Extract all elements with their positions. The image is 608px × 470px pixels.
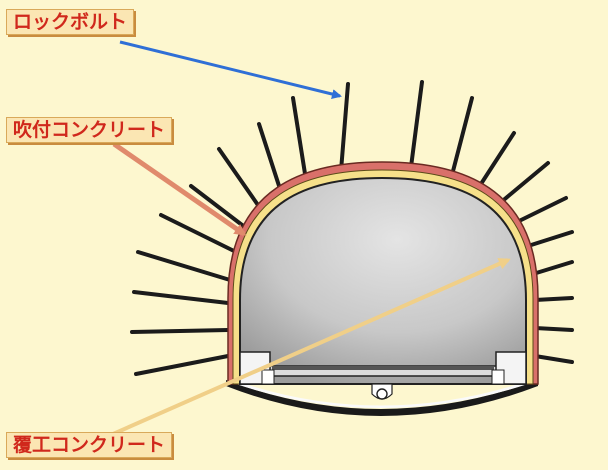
shotcrete-label: 吹付コンクリート — [6, 117, 173, 143]
rock-bolt-label: ロックボルト — [6, 9, 135, 35]
rock-bolt-19 — [134, 354, 230, 376]
rock-bolt-arrow — [119, 40, 342, 99]
invert-concrete — [226, 380, 538, 416]
rock-bolt-13 — [136, 250, 232, 282]
rock-bolt-4 — [450, 96, 474, 177]
rock-bolt-14 — [531, 260, 574, 276]
road-surface — [272, 366, 494, 370]
rock-bolt-7 — [217, 147, 262, 210]
right-gutter — [491, 369, 505, 385]
rock-bolt-18 — [533, 326, 574, 332]
rock-bolt-20 — [533, 354, 574, 364]
rock-bolt-5 — [257, 122, 283, 194]
rock-bolt-17 — [130, 328, 230, 334]
rock-bolt-6 — [477, 131, 516, 189]
lining-arrow — [103, 258, 511, 440]
drain-pipe — [376, 388, 388, 400]
rock-bolts — [130, 80, 574, 376]
rock-bolt-3 — [291, 96, 308, 182]
rock-bolt-16 — [533, 296, 574, 302]
shotcrete-arrow — [112, 141, 247, 237]
rock-bolt-12 — [526, 230, 574, 248]
tunnel-interior — [239, 176, 527, 385]
rock-bolt-9 — [189, 184, 248, 230]
invert-fill — [236, 381, 528, 408]
rock-bolt-2 — [409, 80, 424, 169]
rock-bolt-1 — [339, 82, 350, 173]
rock-bolt-15 — [132, 290, 230, 305]
rock-bolt-11 — [159, 213, 238, 254]
rock-bolt-10 — [515, 196, 568, 224]
lining-concrete-label: 覆工コンクリート — [6, 432, 173, 458]
left-gutter — [261, 369, 275, 385]
rock-bolt-8 — [498, 161, 550, 205]
